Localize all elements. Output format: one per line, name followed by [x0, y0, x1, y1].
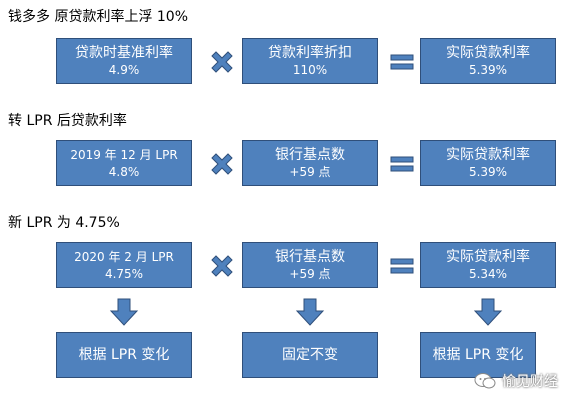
follows-lpr-label: 根据 LPR 变化	[78, 347, 170, 363]
actual-rate-value: 5.39%	[468, 63, 508, 77]
wechat-icon	[474, 373, 496, 389]
actual-rate-box: 实际贷款利率 5.39%	[420, 140, 556, 186]
multiply-icon	[211, 51, 233, 73]
actual-rate-label: 实际贷款利率	[446, 147, 530, 163]
lpr-2020-label: 2020 年 2 月 LPR	[74, 250, 174, 264]
equals-icon	[390, 54, 414, 70]
lpr-2019-label: 2019 年 12 月 LPR	[70, 148, 178, 162]
basis-points-value: +59 点	[289, 267, 331, 281]
actual-rate-value: 5.39%	[468, 165, 508, 179]
actual-rate-box: 实际贷款利率 5.39%	[420, 38, 556, 84]
base-rate-value: 4.9%	[108, 63, 140, 77]
actual-rate-box: 实际贷款利率 5.34%	[420, 242, 556, 288]
bank-basis-points-box: 银行基点数 +59 点	[242, 242, 378, 288]
actual-rate-label: 实际贷款利率	[446, 249, 530, 265]
discount-value: 110%	[292, 63, 328, 77]
lpr-2020-box: 2020 年 2 月 LPR 4.75%	[56, 242, 192, 288]
section-3-title: 新 LPR 为 4.75%	[8, 215, 120, 231]
basis-points-value: +59 点	[289, 165, 331, 179]
base-rate-label: 贷款时基准利率	[75, 45, 173, 61]
follows-lpr-box: 根据 LPR 变化	[56, 332, 192, 378]
multiply-icon	[211, 255, 233, 277]
down-arrow-icon	[109, 298, 139, 326]
down-arrow-icon	[295, 298, 325, 326]
follows-lpr-label: 根据 LPR 变化	[432, 347, 524, 363]
fixed-box: 固定不变	[242, 332, 378, 378]
bank-basis-points-box: 银行基点数 +59 点	[242, 140, 378, 186]
watermark-text: 愉见财经	[502, 374, 558, 390]
basis-points-label: 银行基点数	[275, 147, 345, 163]
equals-icon	[390, 258, 414, 274]
basis-points-label: 银行基点数	[275, 249, 345, 265]
multiply-icon	[211, 153, 233, 175]
discount-box: 贷款利率折扣 110%	[242, 38, 378, 84]
section-2-title: 转 LPR 后贷款利率	[8, 113, 127, 129]
equals-icon	[390, 156, 414, 172]
actual-rate-value: 5.34%	[468, 267, 508, 281]
follows-lpr-box: 根据 LPR 变化	[420, 332, 536, 378]
lpr-2019-value: 4.8%	[108, 165, 140, 179]
down-arrow-icon	[473, 298, 503, 326]
base-rate-box: 贷款时基准利率 4.9%	[56, 38, 192, 84]
lpr-2019-box: 2019 年 12 月 LPR 4.8%	[56, 140, 192, 186]
lpr-2020-value: 4.75%	[104, 267, 144, 281]
section-1-title: 钱多多 原贷款利率上浮 10%	[8, 9, 189, 25]
fixed-label: 固定不变	[282, 347, 338, 363]
discount-label: 贷款利率折扣	[268, 45, 352, 61]
actual-rate-label: 实际贷款利率	[446, 45, 530, 61]
watermark: 愉见财经	[474, 371, 558, 391]
